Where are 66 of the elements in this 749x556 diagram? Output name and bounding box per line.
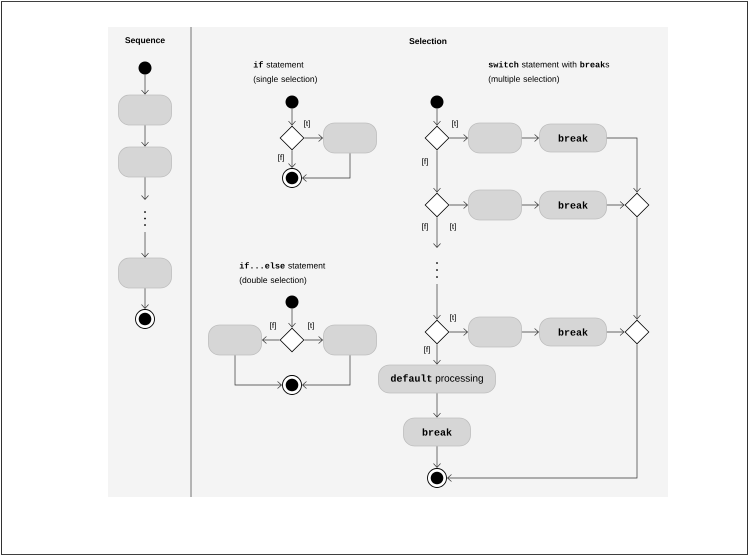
arrow <box>606 138 641 193</box>
decision-diamond <box>624 320 650 344</box>
arrow <box>522 328 540 336</box>
arrow <box>433 108 441 126</box>
arrow <box>433 284 441 320</box>
arrow <box>433 217 441 248</box>
arrow <box>234 355 282 389</box>
column-heading: Sequence <box>125 37 165 45</box>
arrow <box>302 153 350 182</box>
action-box: break <box>539 190 607 220</box>
action-box <box>118 94 172 126</box>
action-box <box>118 146 172 178</box>
end-bullseye <box>282 168 302 188</box>
arrow <box>449 328 468 336</box>
decision-diamond <box>424 320 450 344</box>
decision-diamond <box>424 126 450 150</box>
action-box <box>118 258 172 288</box>
arrow <box>288 108 296 126</box>
arrow <box>262 336 280 344</box>
arrow <box>433 446 441 468</box>
action-box: break <box>539 124 607 152</box>
action-box: break <box>403 418 471 446</box>
arrow <box>141 288 149 310</box>
arrow <box>522 201 540 209</box>
decision-diamond <box>624 192 650 218</box>
arrow <box>449 134 468 142</box>
start-dot <box>286 96 298 108</box>
arrow <box>288 308 296 328</box>
start-dot <box>286 296 298 308</box>
arrow <box>288 150 296 168</box>
end-bullseye <box>282 375 302 395</box>
column-heading: Selection <box>409 38 446 44</box>
start-dot <box>430 96 444 108</box>
arrow <box>141 177 149 200</box>
end-bullseye <box>135 309 155 329</box>
arrow <box>522 134 540 142</box>
caption: switch statement with breaks (multiple selection) <box>488 61 610 84</box>
action-box: default processing <box>378 364 496 394</box>
arrow <box>141 232 149 258</box>
arrow <box>433 393 441 418</box>
arrow <box>302 355 350 389</box>
start-dot <box>138 62 152 74</box>
arrow <box>304 134 324 142</box>
arrow <box>304 336 324 344</box>
arrow <box>606 328 625 336</box>
arrow <box>433 150 441 193</box>
arrow <box>446 344 638 482</box>
action-box <box>323 122 377 154</box>
arrow <box>606 201 625 209</box>
arrow <box>433 344 441 365</box>
action-box <box>468 190 522 220</box>
arrow <box>141 74 149 95</box>
action-box <box>468 316 522 348</box>
end-bullseye <box>427 468 447 488</box>
action-box <box>208 324 262 356</box>
arrow <box>633 217 641 320</box>
caption: if statement (single selection) <box>254 61 317 84</box>
arrow <box>141 125 149 147</box>
decision-diamond <box>280 328 304 352</box>
decision-diamond <box>424 192 450 218</box>
caption: if...else statement (double selection) <box>240 262 326 285</box>
action-box <box>468 122 522 154</box>
action-box <box>323 324 377 356</box>
action-box: break <box>539 318 607 346</box>
arrow <box>449 201 468 209</box>
decision-diamond <box>280 126 304 150</box>
